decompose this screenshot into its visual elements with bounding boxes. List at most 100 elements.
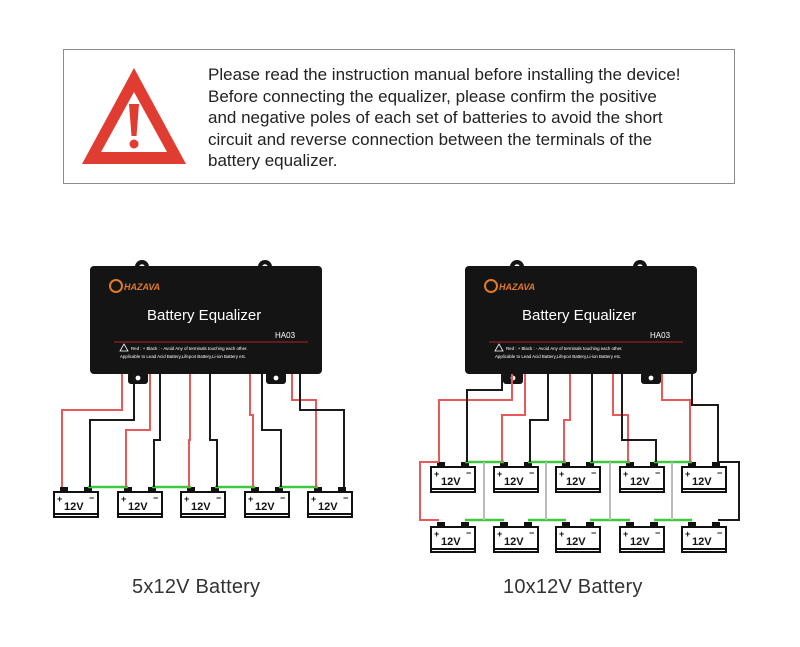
battery-body xyxy=(555,526,601,553)
caption-10x12v: 10x12V Battery xyxy=(503,576,643,598)
warning-line: and negative poles of each set of batter… xyxy=(208,108,663,127)
battery-body xyxy=(430,466,476,493)
warning-line: circuit and reverse connection between t… xyxy=(208,129,653,149)
negative-lead-wire xyxy=(621,374,657,462)
battery-minus-sign: − xyxy=(153,493,158,503)
battery-minus-sign: − xyxy=(655,468,660,478)
battery-body xyxy=(180,491,226,518)
battery-minus-sign: − xyxy=(655,528,660,538)
battery-terminal xyxy=(586,522,594,527)
negative-lead-wire xyxy=(209,374,218,487)
battery-terminal xyxy=(562,462,570,467)
battery-voltage-label: 12V xyxy=(441,536,461,548)
battery-terminal xyxy=(314,487,322,492)
bottom-hole xyxy=(273,375,279,381)
positive-lead-wire xyxy=(61,374,123,487)
battery-voltage-label: 12V xyxy=(630,476,650,488)
device-title: Battery Equalizer xyxy=(147,307,261,324)
battery-voltage-label: 12V xyxy=(692,536,712,548)
battery-plus-sign: + xyxy=(559,469,564,479)
battery-plus-sign: + xyxy=(121,494,126,504)
battery-minus-sign: − xyxy=(280,493,285,503)
battery-voltage-label: 12V xyxy=(566,476,586,488)
battery-terminal xyxy=(251,487,259,492)
battery-voltage-label: 12V xyxy=(692,476,712,488)
battery-plus-sign: + xyxy=(497,469,502,479)
warning-line: Before connecting the equalizer, please … xyxy=(208,86,657,106)
battery-terminal xyxy=(338,487,346,492)
battery-plus-sign: + xyxy=(434,529,439,539)
battery-terminal xyxy=(524,522,532,527)
battery-plus-sign: + xyxy=(497,529,502,539)
battery-terminal xyxy=(500,522,508,527)
battery-voltage-label: 12V xyxy=(504,536,524,548)
device-note: Red : + Black : - Avoid Any of terminals… xyxy=(506,346,622,351)
negative-lead-wire xyxy=(691,374,719,462)
battery-terminal xyxy=(60,487,68,492)
battery-body xyxy=(681,466,727,493)
warning-line: Please read the instruction manual befor… xyxy=(208,65,681,84)
battery-voltage-label: 12V xyxy=(566,536,586,548)
battery-body xyxy=(493,526,539,553)
battery-minus-sign: − xyxy=(717,528,722,538)
battery-voltage-label: 12V xyxy=(441,476,461,488)
positive-lead-wire xyxy=(563,374,571,462)
parallel-positive-wire xyxy=(419,461,439,521)
battery-terminal xyxy=(712,522,720,527)
parallel-negative-wire xyxy=(718,461,740,521)
brand-name: HAZAVA xyxy=(124,282,160,292)
battery-body xyxy=(244,491,290,518)
battery-terminal xyxy=(688,462,696,467)
bottom-hole xyxy=(135,375,141,381)
positive-lead-wire xyxy=(291,374,317,487)
battery-voltage-label: 12V xyxy=(255,501,275,513)
battery-terminal xyxy=(148,487,156,492)
battery-body xyxy=(307,491,353,518)
battery-body xyxy=(619,526,665,553)
battery-terminal xyxy=(650,462,658,467)
negative-lead-wire xyxy=(89,374,135,487)
battery-voltage-label: 12V xyxy=(630,536,650,548)
battery-body xyxy=(555,466,601,493)
battery-plus-sign: + xyxy=(685,529,690,539)
battery-terminal xyxy=(712,462,720,467)
warning-box xyxy=(63,49,735,184)
battery-terminal xyxy=(688,522,696,527)
positive-lead-wire xyxy=(612,374,629,462)
battery-body xyxy=(53,491,99,518)
battery-minus-sign: − xyxy=(466,528,471,538)
equalizer-body xyxy=(90,266,322,374)
battery-terminal xyxy=(586,462,594,467)
battery-plus-sign: + xyxy=(623,529,628,539)
battery-plus-sign: + xyxy=(623,469,628,479)
battery-voltage-label: 12V xyxy=(318,501,338,513)
battery-voltage-label: 12V xyxy=(504,476,524,488)
device-title: Battery Equalizer xyxy=(522,307,636,324)
warning-text: Please read the instruction manual befor… xyxy=(208,64,728,172)
battery-voltage-label: 12V xyxy=(128,501,148,513)
battery-terminal xyxy=(461,462,469,467)
battery-terminal xyxy=(275,487,283,492)
battery-minus-sign: − xyxy=(591,468,596,478)
battery-terminal xyxy=(461,522,469,527)
battery-terminal xyxy=(211,487,219,492)
battery-terminal xyxy=(437,522,445,527)
battery-body xyxy=(493,466,539,493)
caution-icon xyxy=(119,343,129,352)
battery-minus-sign: − xyxy=(89,493,94,503)
positive-lead-wire xyxy=(501,374,526,462)
battery-minus-sign: − xyxy=(591,528,596,538)
battery-minus-sign: − xyxy=(529,468,534,478)
warning-triangle-icon xyxy=(82,68,186,164)
battery-plus-sign: + xyxy=(434,469,439,479)
positive-lead-wire xyxy=(125,374,151,487)
battery-terminal xyxy=(437,462,445,467)
battery-minus-sign: − xyxy=(343,493,348,503)
battery-body xyxy=(430,526,476,553)
equalizer-body xyxy=(465,266,697,374)
battery-terminal xyxy=(187,487,195,492)
brand-logo-icon xyxy=(109,279,123,293)
battery-terminal xyxy=(500,462,508,467)
device-model: HA03 xyxy=(275,331,296,340)
